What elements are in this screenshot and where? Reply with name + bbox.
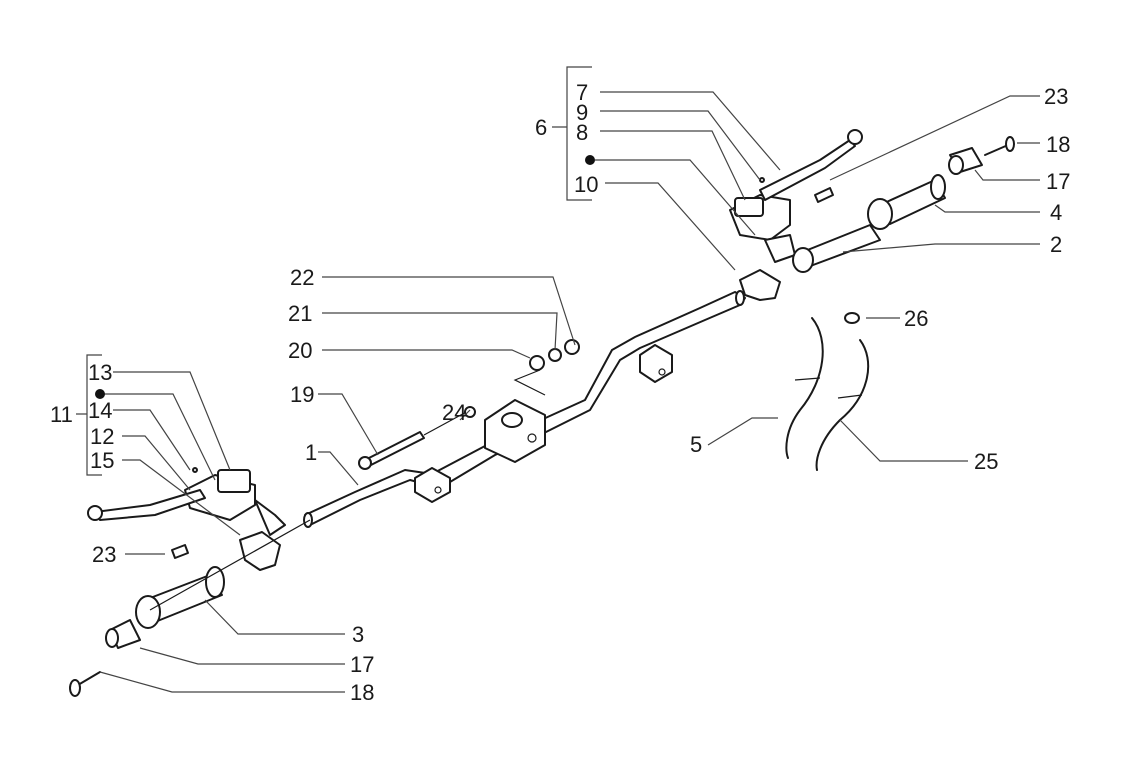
label-8: 8 <box>576 120 588 145</box>
label-18-left: 18 <box>350 680 374 705</box>
bullet-dot-group-11 <box>95 389 105 399</box>
label-2: 2 <box>1050 232 1062 257</box>
washer-20 <box>529 355 545 371</box>
label-22: 22 <box>290 265 314 290</box>
label-1: 1 <box>305 440 317 465</box>
screw-18 <box>984 144 1009 156</box>
label-9: 9 <box>576 100 588 125</box>
nut-22 <box>564 339 580 355</box>
bullet-dot-group-6 <box>585 155 595 165</box>
label-6: 6 <box>535 115 547 140</box>
plug-23-left <box>171 544 189 559</box>
washer-24 <box>464 406 476 418</box>
label-26: 26 <box>904 306 928 331</box>
label-19: 19 <box>290 382 314 407</box>
label-13: 13 <box>88 360 112 385</box>
plug-23-right <box>814 187 834 203</box>
label-23-right: 23 <box>1044 84 1068 109</box>
label-24: 24 <box>442 400 466 425</box>
label-20: 20 <box>288 338 312 363</box>
label-17-left: 17 <box>350 652 374 677</box>
right-master-cylinder <box>729 129 863 301</box>
cable-25 <box>815 339 870 471</box>
label-15: 15 <box>90 448 114 473</box>
label-14: 14 <box>88 398 112 423</box>
label-7: 7 <box>576 80 588 105</box>
label-3: 3 <box>352 622 364 647</box>
bolt <box>358 409 471 470</box>
label-18-right: 18 <box>1046 132 1070 157</box>
label-23-left: 23 <box>92 542 116 567</box>
washer-21 <box>548 348 562 362</box>
cable-5 <box>785 317 824 459</box>
leader-lines <box>76 66 1040 693</box>
label-10: 10 <box>574 172 598 197</box>
label-11: 11 <box>50 402 73 427</box>
label-12: 12 <box>90 424 114 449</box>
label-17-right: 17 <box>1046 169 1070 194</box>
left-master-cylinder <box>87 467 286 571</box>
label-21: 21 <box>288 301 312 326</box>
label-4: 4 <box>1050 200 1062 225</box>
ring-26 <box>844 312 860 324</box>
label-5: 5 <box>690 432 702 457</box>
screw-18-left <box>77 671 101 686</box>
handlebar-tube <box>303 290 746 528</box>
label-25: 25 <box>974 449 998 474</box>
